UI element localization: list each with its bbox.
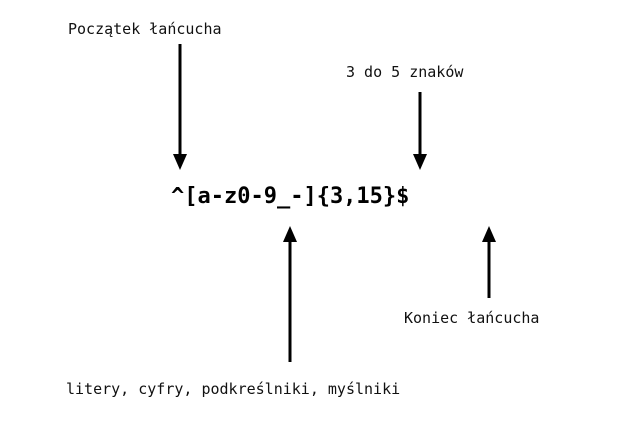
end-annotation: Koniec łańcucha (404, 309, 540, 327)
charset-annotation: litery, cyfry, podkreślniki, myślniki (66, 380, 401, 398)
start-arrow (173, 44, 187, 170)
length-annotation: 3 do 5 znaków (346, 63, 464, 81)
start-annotation: Początek łańcucha (68, 20, 222, 38)
regex-pattern: ^[a-z0-9_-]{3,15}$ (171, 184, 410, 209)
end-arrow (482, 226, 496, 298)
length-arrow (413, 92, 427, 170)
charset-arrow (283, 226, 297, 362)
